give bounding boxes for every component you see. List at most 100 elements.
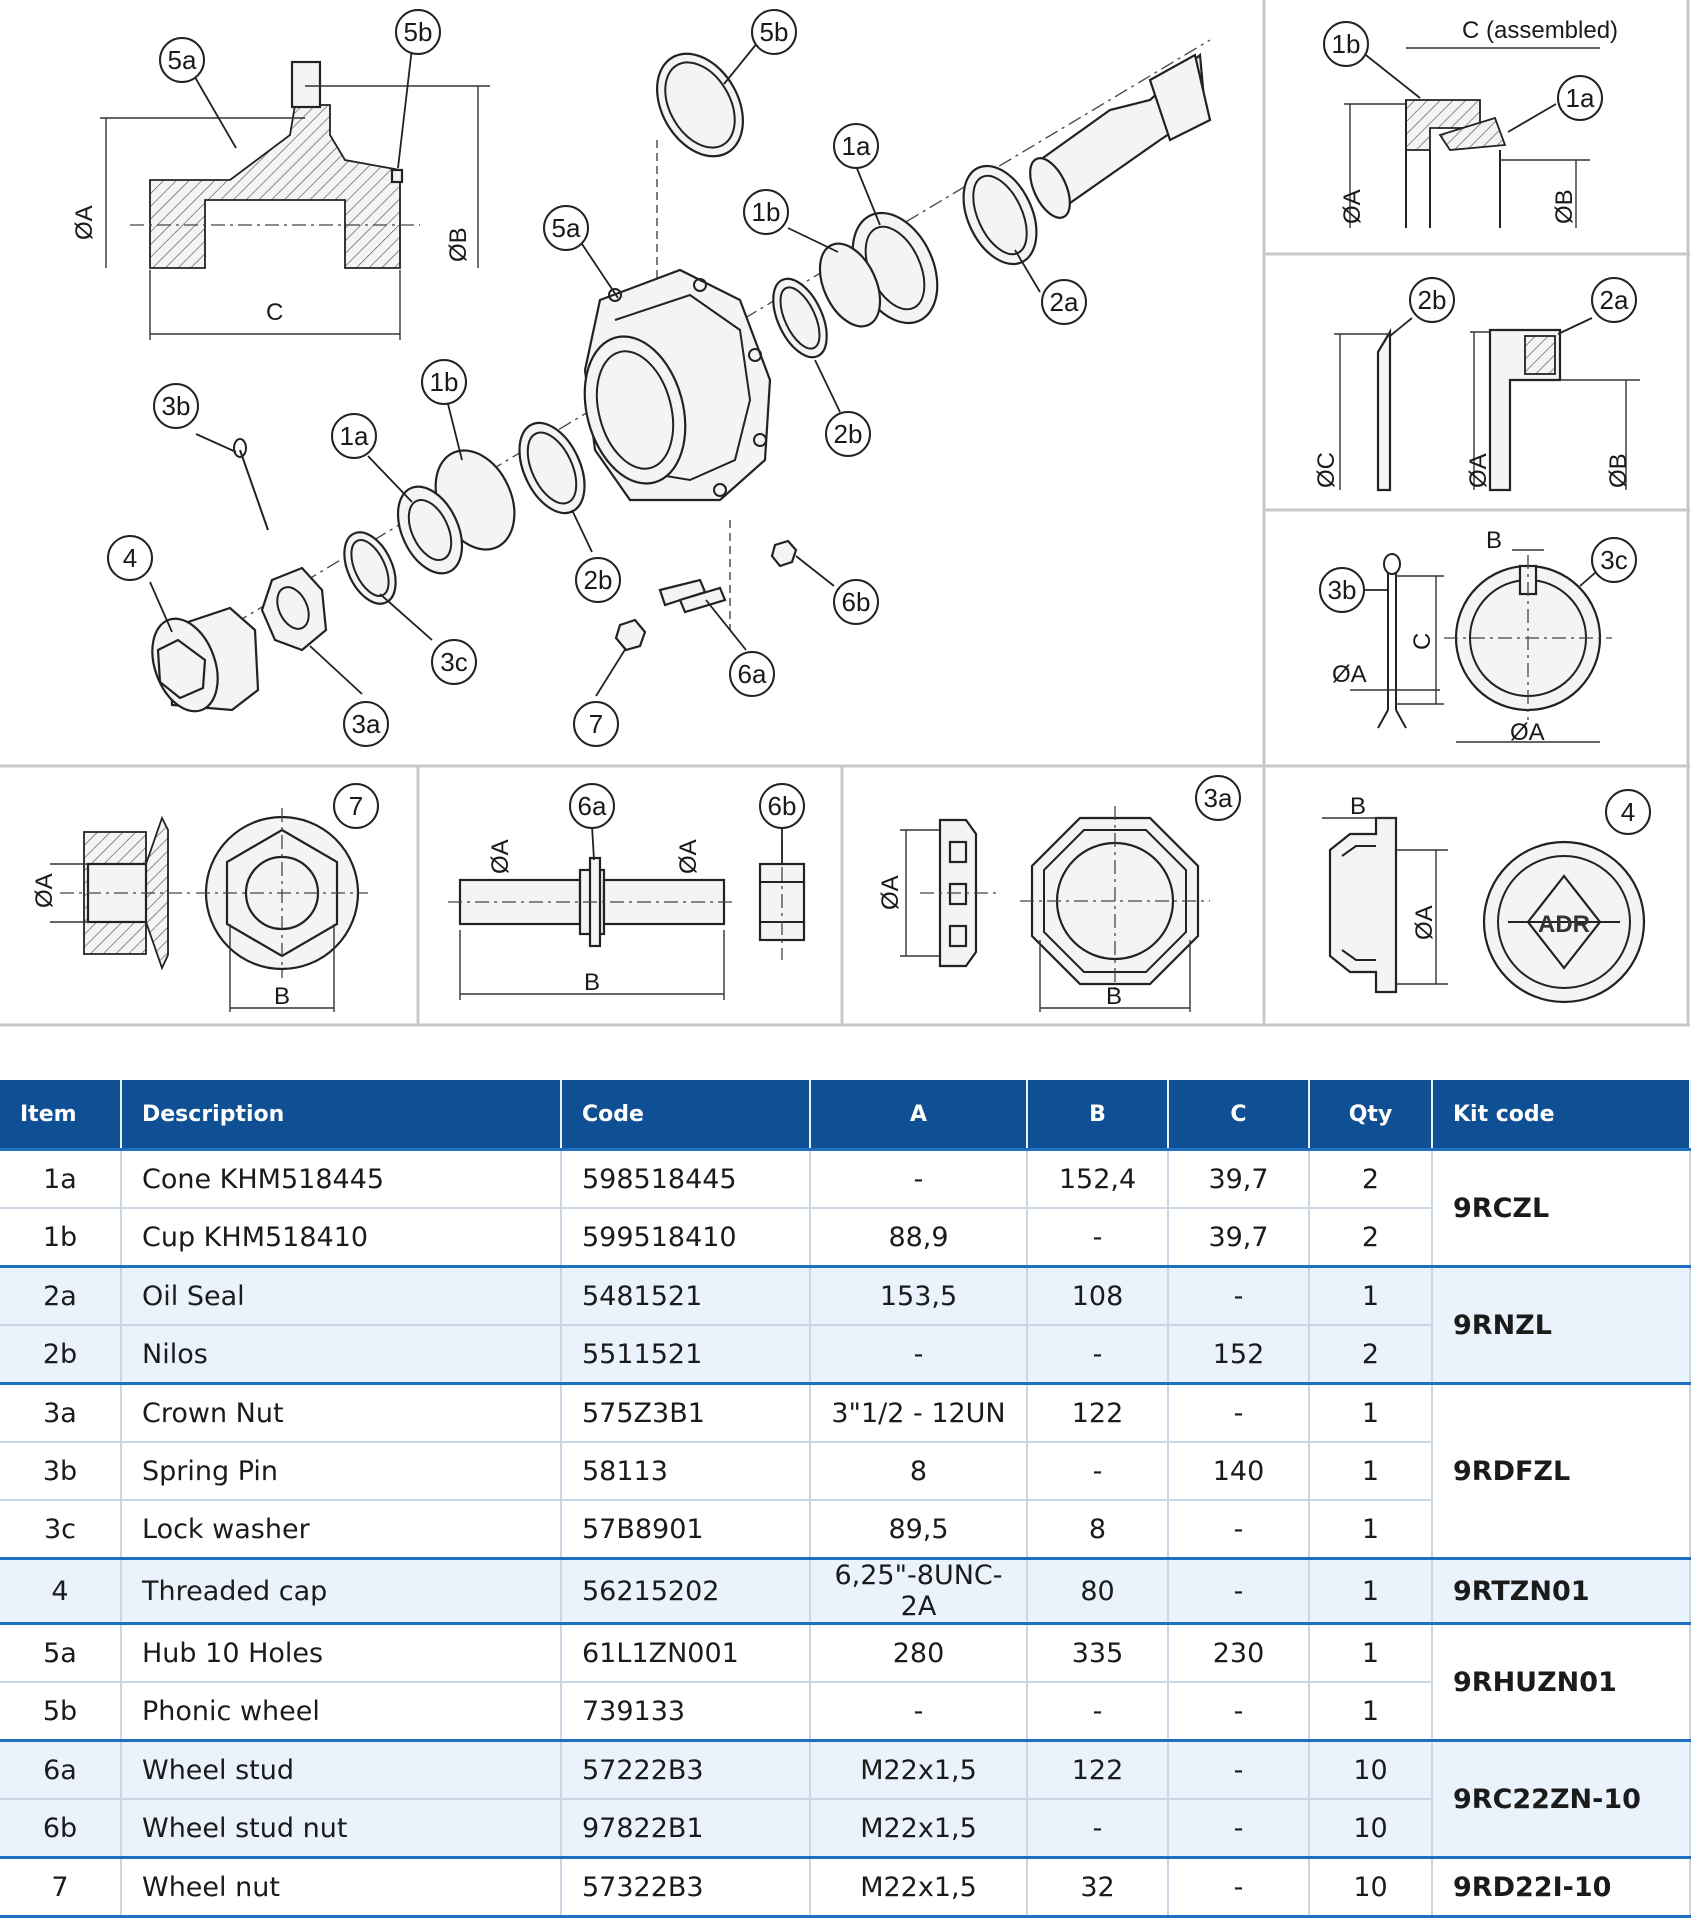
cell-c: 39,7 <box>1168 1148 1310 1209</box>
callout-bearing-1b: 1b <box>1323 21 1369 67</box>
cell-a: - <box>810 1682 1028 1742</box>
cell-c: - <box>1168 1557 1310 1625</box>
header-qty: Qty <box>1309 1080 1433 1150</box>
cell-description: Nilos <box>121 1325 562 1385</box>
cell-qty: 2 <box>1309 1148 1433 1209</box>
exploded-parts-diagram: ØA ØB C <box>0 0 1690 1027</box>
header-description: Description <box>121 1080 562 1150</box>
cell-kit-code: 9RHUZN01 <box>1432 1622 1691 1742</box>
cell-code: 57322B3 <box>561 1856 811 1918</box>
callout-1b-right: 1b <box>743 189 789 235</box>
cell-qty: 2 <box>1309 1325 1433 1385</box>
dim-seal-dia-a: ØA <box>1465 453 1492 488</box>
cell-a: 88,9 <box>810 1208 1028 1268</box>
cell-qty: 10 <box>1309 1799 1433 1859</box>
svg-text:1a: 1a <box>842 131 871 161</box>
svg-text:3c: 3c <box>440 647 467 677</box>
cell-item: 2b <box>0 1325 122 1385</box>
callout-5b-top: 5b <box>395 9 441 55</box>
cell-a: - <box>810 1148 1028 1209</box>
callout-2b-left: 2b <box>575 557 621 603</box>
cell-c: 152 <box>1168 1325 1310 1385</box>
cell-b: - <box>1027 1208 1169 1268</box>
table-row: 3a Crown Nut 575Z3B1 3"1/2 - 12UN 122 - … <box>0 1382 1691 1560</box>
svg-text:2b: 2b <box>1418 285 1447 315</box>
svg-text:5a: 5a <box>168 45 197 75</box>
cell-description: Crown Nut <box>121 1382 562 1443</box>
cell-code: 575Z3B1 <box>561 1382 811 1443</box>
cell-a: M22x1,5 <box>810 1739 1028 1800</box>
dim-flange-dia-b: ØB <box>445 227 472 262</box>
svg-text:1b: 1b <box>430 367 459 397</box>
cell-description: Threaded cap <box>121 1557 562 1625</box>
bearing-detail-drawing <box>1344 47 1600 228</box>
cell-code: 599518410 <box>561 1208 811 1268</box>
callout-nut-7: 7 <box>333 783 379 829</box>
dim-stud-b: B <box>584 969 600 996</box>
svg-text:3b: 3b <box>162 391 191 421</box>
cell-c: - <box>1168 1739 1310 1800</box>
dim-bearing-c: C (assembled) <box>1462 17 1618 44</box>
dim-crown-b: B <box>1106 983 1122 1010</box>
cell-code: 57B8901 <box>561 1500 811 1560</box>
cell-b: - <box>1027 1799 1169 1859</box>
dim-seal-dia-b: ØB <box>1605 453 1632 488</box>
dim-washer-dia-a: ØA <box>1510 719 1545 746</box>
cell-qty: 1 <box>1309 1622 1433 1683</box>
svg-text:4: 4 <box>123 543 137 573</box>
cell-kit-code: 9RDFZL <box>1432 1382 1691 1560</box>
parts-table: Item Description Code A B C Qty Kit code… <box>0 1080 1691 1918</box>
cell-code: 61L1ZN001 <box>561 1622 811 1683</box>
cap-detail-drawing <box>1322 816 1646 1004</box>
dim-crown-dia-a: ØA <box>877 875 904 910</box>
callout-5b-phonic: 5b <box>751 9 797 55</box>
cell-qty: 10 <box>1309 1739 1433 1800</box>
table-row: 2a Oil Seal 5481521 153,5 108 - 1 9RNZL <box>0 1265 1691 1385</box>
cell-a: 3"1/2 - 12UN <box>810 1382 1028 1443</box>
hub-section-drawing <box>100 60 490 340</box>
callout-5a-hub: 5a <box>543 205 589 251</box>
cell-description: Wheel stud <box>121 1739 562 1800</box>
cell-b: - <box>1027 1442 1169 1501</box>
cell-b: - <box>1027 1325 1169 1385</box>
table-row: 1b Cup KHM518410 599518410 88,9 - 39,7 2 <box>0 1208 1690 1268</box>
table-row: 5a Hub 10 Holes 61L1ZN001 280 335 230 1 … <box>0 1622 1691 1742</box>
cell-description: Spring Pin <box>121 1442 562 1501</box>
panel-borders <box>0 0 1690 1027</box>
svg-text:1a: 1a <box>1566 83 1595 113</box>
cell-a: M22x1,5 <box>810 1856 1028 1918</box>
cell-a: - <box>810 1325 1028 1385</box>
cell-item: 5a <box>0 1622 122 1683</box>
cell-qty: 1 <box>1309 1382 1433 1443</box>
callout-3c: 3c <box>431 639 477 685</box>
cell-b: 8 <box>1027 1500 1169 1560</box>
dim-pin-b: B <box>1486 527 1502 554</box>
table-row: 6a Wheel stud 57222B3 M22x1,5 122 - 10 9… <box>0 1739 1691 1859</box>
callout-2b-right: 2b <box>825 411 871 457</box>
cell-c: - <box>1168 1265 1310 1326</box>
cell-c: 140 <box>1168 1442 1310 1501</box>
cell-c: - <box>1168 1682 1310 1742</box>
cell-description: Wheel stud nut <box>121 1799 562 1859</box>
cell-item: 1b <box>0 1208 122 1268</box>
cell-a: M22x1,5 <box>810 1799 1028 1859</box>
callout-1a-right: 1a <box>833 123 879 169</box>
dim-seal-dia-c: ØC <box>1313 452 1340 488</box>
cell-a: 153,5 <box>810 1265 1028 1326</box>
cell-description: Wheel nut <box>121 1856 562 1918</box>
svg-text:6b: 6b <box>768 791 797 821</box>
callout-6b: 6b <box>833 579 879 625</box>
svg-text:7: 7 <box>589 709 603 739</box>
svg-text:5a: 5a <box>552 213 581 243</box>
table-row: 4 Threaded cap 56215202 6,25"-8UNC-2A 80… <box>0 1557 1691 1625</box>
table-row: 3b Spring Pin 58113 8 - 140 1 <box>0 1442 1690 1501</box>
table-row: 5b Phonic wheel 739133 - - - 1 <box>0 1682 1690 1742</box>
cell-c: - <box>1168 1799 1310 1859</box>
cell-qty: 2 <box>1309 1208 1433 1268</box>
cell-code: 739133 <box>561 1682 811 1742</box>
cell-b: 80 <box>1027 1557 1169 1625</box>
cell-c: - <box>1168 1856 1310 1918</box>
callout-leaders <box>149 41 1041 697</box>
callout-seal-2b: 2b <box>1409 277 1455 323</box>
callout-stud-6b: 6b <box>759 783 805 829</box>
